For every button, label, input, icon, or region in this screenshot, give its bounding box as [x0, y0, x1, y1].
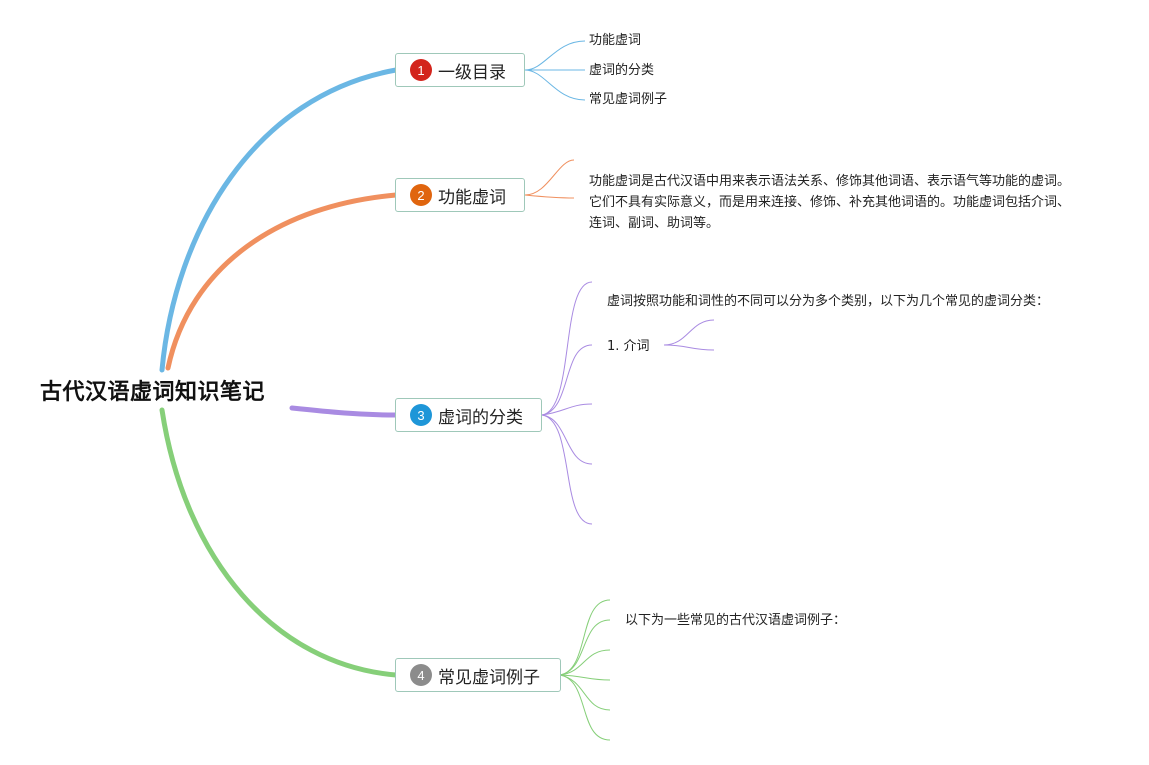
branch-connector-1 — [159, 67, 399, 373]
topic-label: 虚词的分类 — [438, 407, 523, 428]
branch-connector-2 — [165, 192, 399, 371]
sub-connector — [524, 69, 586, 101]
sub-connector — [541, 414, 593, 525]
sub-connector — [559, 674, 611, 681]
sub-connector — [541, 281, 593, 416]
subtopic-1-2[interactable]: 虚词的分类 — [589, 63, 655, 78]
topic-4[interactable]: 4 常见虚词例子 — [395, 658, 561, 692]
subtopic-3-1[interactable]: 虚词按照功能和词性的不同可以分为多个类别，以下为几个常见的虚词分类： — [607, 294, 1050, 309]
sub-connector — [524, 159, 575, 196]
topic-number-badge: 1 — [410, 59, 432, 81]
subtopic-4-1[interactable]: 以下为一些常见的古代汉语虚词例子： — [625, 613, 847, 628]
sub-connector — [559, 674, 611, 741]
sub-connector — [541, 344, 593, 416]
subtopic-1-1[interactable]: 功能虚词 — [589, 33, 642, 48]
topic-number-badge: 4 — [410, 664, 432, 686]
sub-connector — [663, 344, 715, 351]
topic-2[interactable]: 2 功能虚词 — [395, 178, 525, 212]
sub-connector — [559, 649, 611, 676]
sub-connectors-3 — [541, 281, 715, 525]
sub-connector — [541, 414, 593, 465]
branch-connector-4 — [159, 407, 399, 678]
topic-1[interactable]: 1 一级目录 — [395, 53, 525, 87]
topic-3[interactable]: 3 虚词的分类 — [395, 398, 542, 432]
sub-connectors-2 — [524, 159, 575, 199]
subtopic-3-2[interactable]: 1. 介词 — [607, 339, 650, 354]
sub-connector — [559, 599, 611, 676]
branch-connector-3 — [289, 405, 399, 418]
root-topic-title[interactable]: 古代汉语虚词知识笔记 — [40, 380, 266, 405]
sub-connector — [559, 619, 611, 676]
sub-connector — [541, 403, 593, 416]
sub-connector — [524, 194, 575, 199]
topic-number-badge: 3 — [410, 404, 432, 426]
subtopic-2-1[interactable]: 功能虚词是古代汉语中用来表示语法关系、修饰其他词语、表示语气等功能的虚词。它们不… — [589, 174, 1071, 231]
sub-connector — [524, 40, 586, 71]
sub-connectors-4 — [559, 599, 611, 741]
topic-label: 常见虚词例子 — [438, 667, 540, 688]
subtopic-1-3[interactable]: 常见虚词例子 — [589, 92, 668, 107]
sub-connectors-1 — [524, 40, 586, 101]
sub-connector — [663, 319, 715, 346]
topic-number-badge: 2 — [410, 184, 432, 206]
topic-label: 功能虚词 — [438, 187, 506, 208]
topic-label: 一级目录 — [438, 62, 506, 83]
